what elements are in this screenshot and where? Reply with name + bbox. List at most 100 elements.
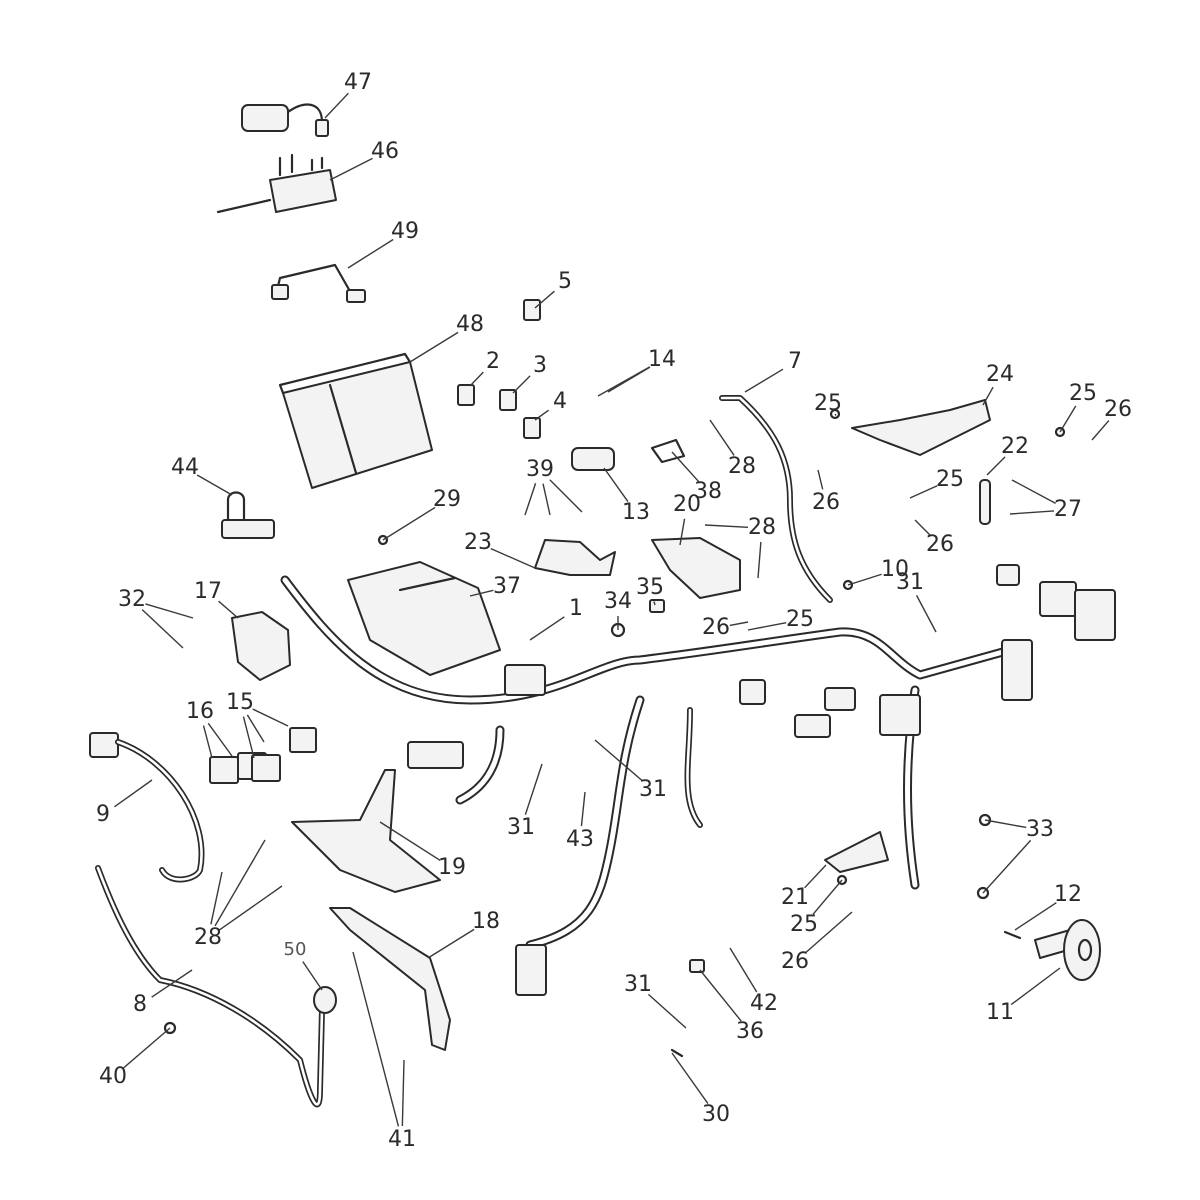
part-24-bracket[interactable] [851,399,991,456]
callout-label-42[interactable]: 42 [750,991,778,1016]
part-13-relay-holder[interactable] [571,447,615,471]
callout-label-28a[interactable]: 28 [728,454,756,479]
part-8-cable[interactable] [95,865,337,1108]
callout-label-21[interactable]: 21 [781,885,809,910]
part-19-tray[interactable] [291,769,441,893]
callout-label-31a[interactable]: 31 [896,570,924,595]
callout-label-10[interactable]: 10 [881,557,909,582]
leader-line-46-0 [329,157,373,181]
leader-line-36-0 [699,969,742,1022]
callout-label-16[interactable]: 16 [186,699,214,724]
callout-label-31b[interactable]: 31 [639,777,667,802]
part-46-fuse-holder[interactable] [216,153,337,214]
callout-label-28b[interactable]: 28 [748,515,776,540]
callout-label-30[interactable]: 30 [702,1102,730,1127]
part-49-bracket[interactable] [271,263,366,303]
callout-label-25b[interactable]: 25 [1069,381,1097,406]
leader-line-28a-0 [709,419,735,456]
part-1-main-harness[interactable] [280,564,1116,996]
leader-line-26b-0 [817,469,824,490]
callout-label-18[interactable]: 18 [472,909,500,934]
callout-label-26b[interactable]: 26 [812,490,840,515]
leader-line-33-0 [984,819,1027,829]
callout-label-24[interactable]: 24 [986,362,1014,387]
callout-label-47[interactable]: 47 [344,70,372,95]
callout-label-25e[interactable]: 25 [790,912,818,937]
callout-label-41[interactable]: 41 [388,1127,416,1152]
leader-line-28c-2 [219,885,283,931]
callout-label-20[interactable]: 20 [673,492,701,517]
callout-label-28c[interactable]: 28 [194,925,222,950]
callout-label-5[interactable]: 5 [558,269,572,294]
callout-label-46[interactable]: 46 [371,139,399,164]
callout-label-36[interactable]: 36 [736,1019,764,1044]
callout-label-8[interactable]: 8 [133,992,147,1017]
callout-label-7[interactable]: 7 [788,349,802,374]
callout-label-25a[interactable]: 25 [814,391,842,416]
leader-line-40-0 [123,1027,171,1069]
part-44-jumper[interactable] [221,491,275,539]
part-37-ecu-tray[interactable] [347,561,501,676]
callout-label-26e[interactable]: 26 [781,949,809,974]
callout-label-25c[interactable]: 25 [936,467,964,492]
callout-label-39[interactable]: 39 [526,457,554,482]
part-47-connector[interactable] [241,103,329,137]
callout-label-25d[interactable]: 25 [786,607,814,632]
callout-label-13[interactable]: 13 [622,500,650,525]
part-22-clamp[interactable] [979,479,991,525]
callout-label-43[interactable]: 43 [566,827,594,852]
callout-label-1[interactable]: 1 [569,596,583,621]
leader-line-38-0 [671,451,700,483]
callout-label-14[interactable]: 14 [648,347,676,372]
part-48-battery[interactable] [278,352,433,489]
callout-label-34[interactable]: 34 [604,589,632,614]
leader-line-25e-0 [812,879,843,915]
callout-label-23[interactable]: 23 [464,530,492,555]
callout-label-27[interactable]: 27 [1054,497,1082,522]
callout-label-22[interactable]: 22 [1001,434,1029,459]
leader-line-13-0 [603,467,629,502]
callout-label-38[interactable]: 38 [694,479,722,504]
leader-line-31a-0 [915,595,937,633]
part-21-bracket[interactable] [824,831,889,873]
callout-label-26d[interactable]: 26 [702,615,730,640]
part-11-horn[interactable] [1034,919,1101,981]
callout-label-26c[interactable]: 26 [926,532,954,557]
callout-label-40[interactable]: 40 [99,1064,127,1089]
callout-label-26a[interactable]: 26 [1104,397,1132,422]
callout-label-3[interactable]: 3 [533,353,547,378]
callout-label-9[interactable]: 9 [96,802,110,827]
callout-label-11[interactable]: 11 [986,1000,1014,1025]
part-relays-15-16[interactable] [209,727,317,784]
callout-label-31d[interactable]: 31 [624,972,652,997]
callout-label-17[interactable]: 17 [194,579,222,604]
callout-label-4[interactable]: 4 [553,389,567,414]
callout-label-48[interactable]: 48 [456,312,484,337]
callout-label-19[interactable]: 19 [438,855,466,880]
part-fuses-2-3-4-5[interactable] [457,299,541,439]
callout-label-33[interactable]: 33 [1026,817,1054,842]
callout-label-15[interactable]: 15 [226,690,254,715]
part-38-clip[interactable] [650,438,686,464]
part-7-earth-cable[interactable] [719,395,833,603]
leader-line-26a-0 [1091,420,1110,441]
callout-label-31c[interactable]: 31 [507,815,535,840]
part-9-cable[interactable] [89,732,205,883]
callout-label-37[interactable]: 37 [493,574,521,599]
callout-label-2[interactable]: 2 [486,349,500,374]
callout-label-29[interactable]: 29 [433,487,461,512]
part-20-bracket[interactable] [651,537,741,599]
callout-label-35[interactable]: 35 [636,575,664,600]
leader-line-44-0 [196,474,233,496]
part-23-bracket[interactable] [534,539,616,576]
callout-label-44[interactable]: 44 [171,455,199,480]
callout-label-32[interactable]: 32 [118,587,146,612]
callout-label-49[interactable]: 49 [391,219,419,244]
callout-label-50[interactable]: 50 [284,939,307,960]
part-17-connector[interactable] [231,611,291,681]
leader-lines [113,92,1110,1127]
callout-label-12[interactable]: 12 [1054,882,1082,907]
leader-line-22-0 [986,456,1006,476]
part-18-harness-guide[interactable] [329,907,451,1051]
